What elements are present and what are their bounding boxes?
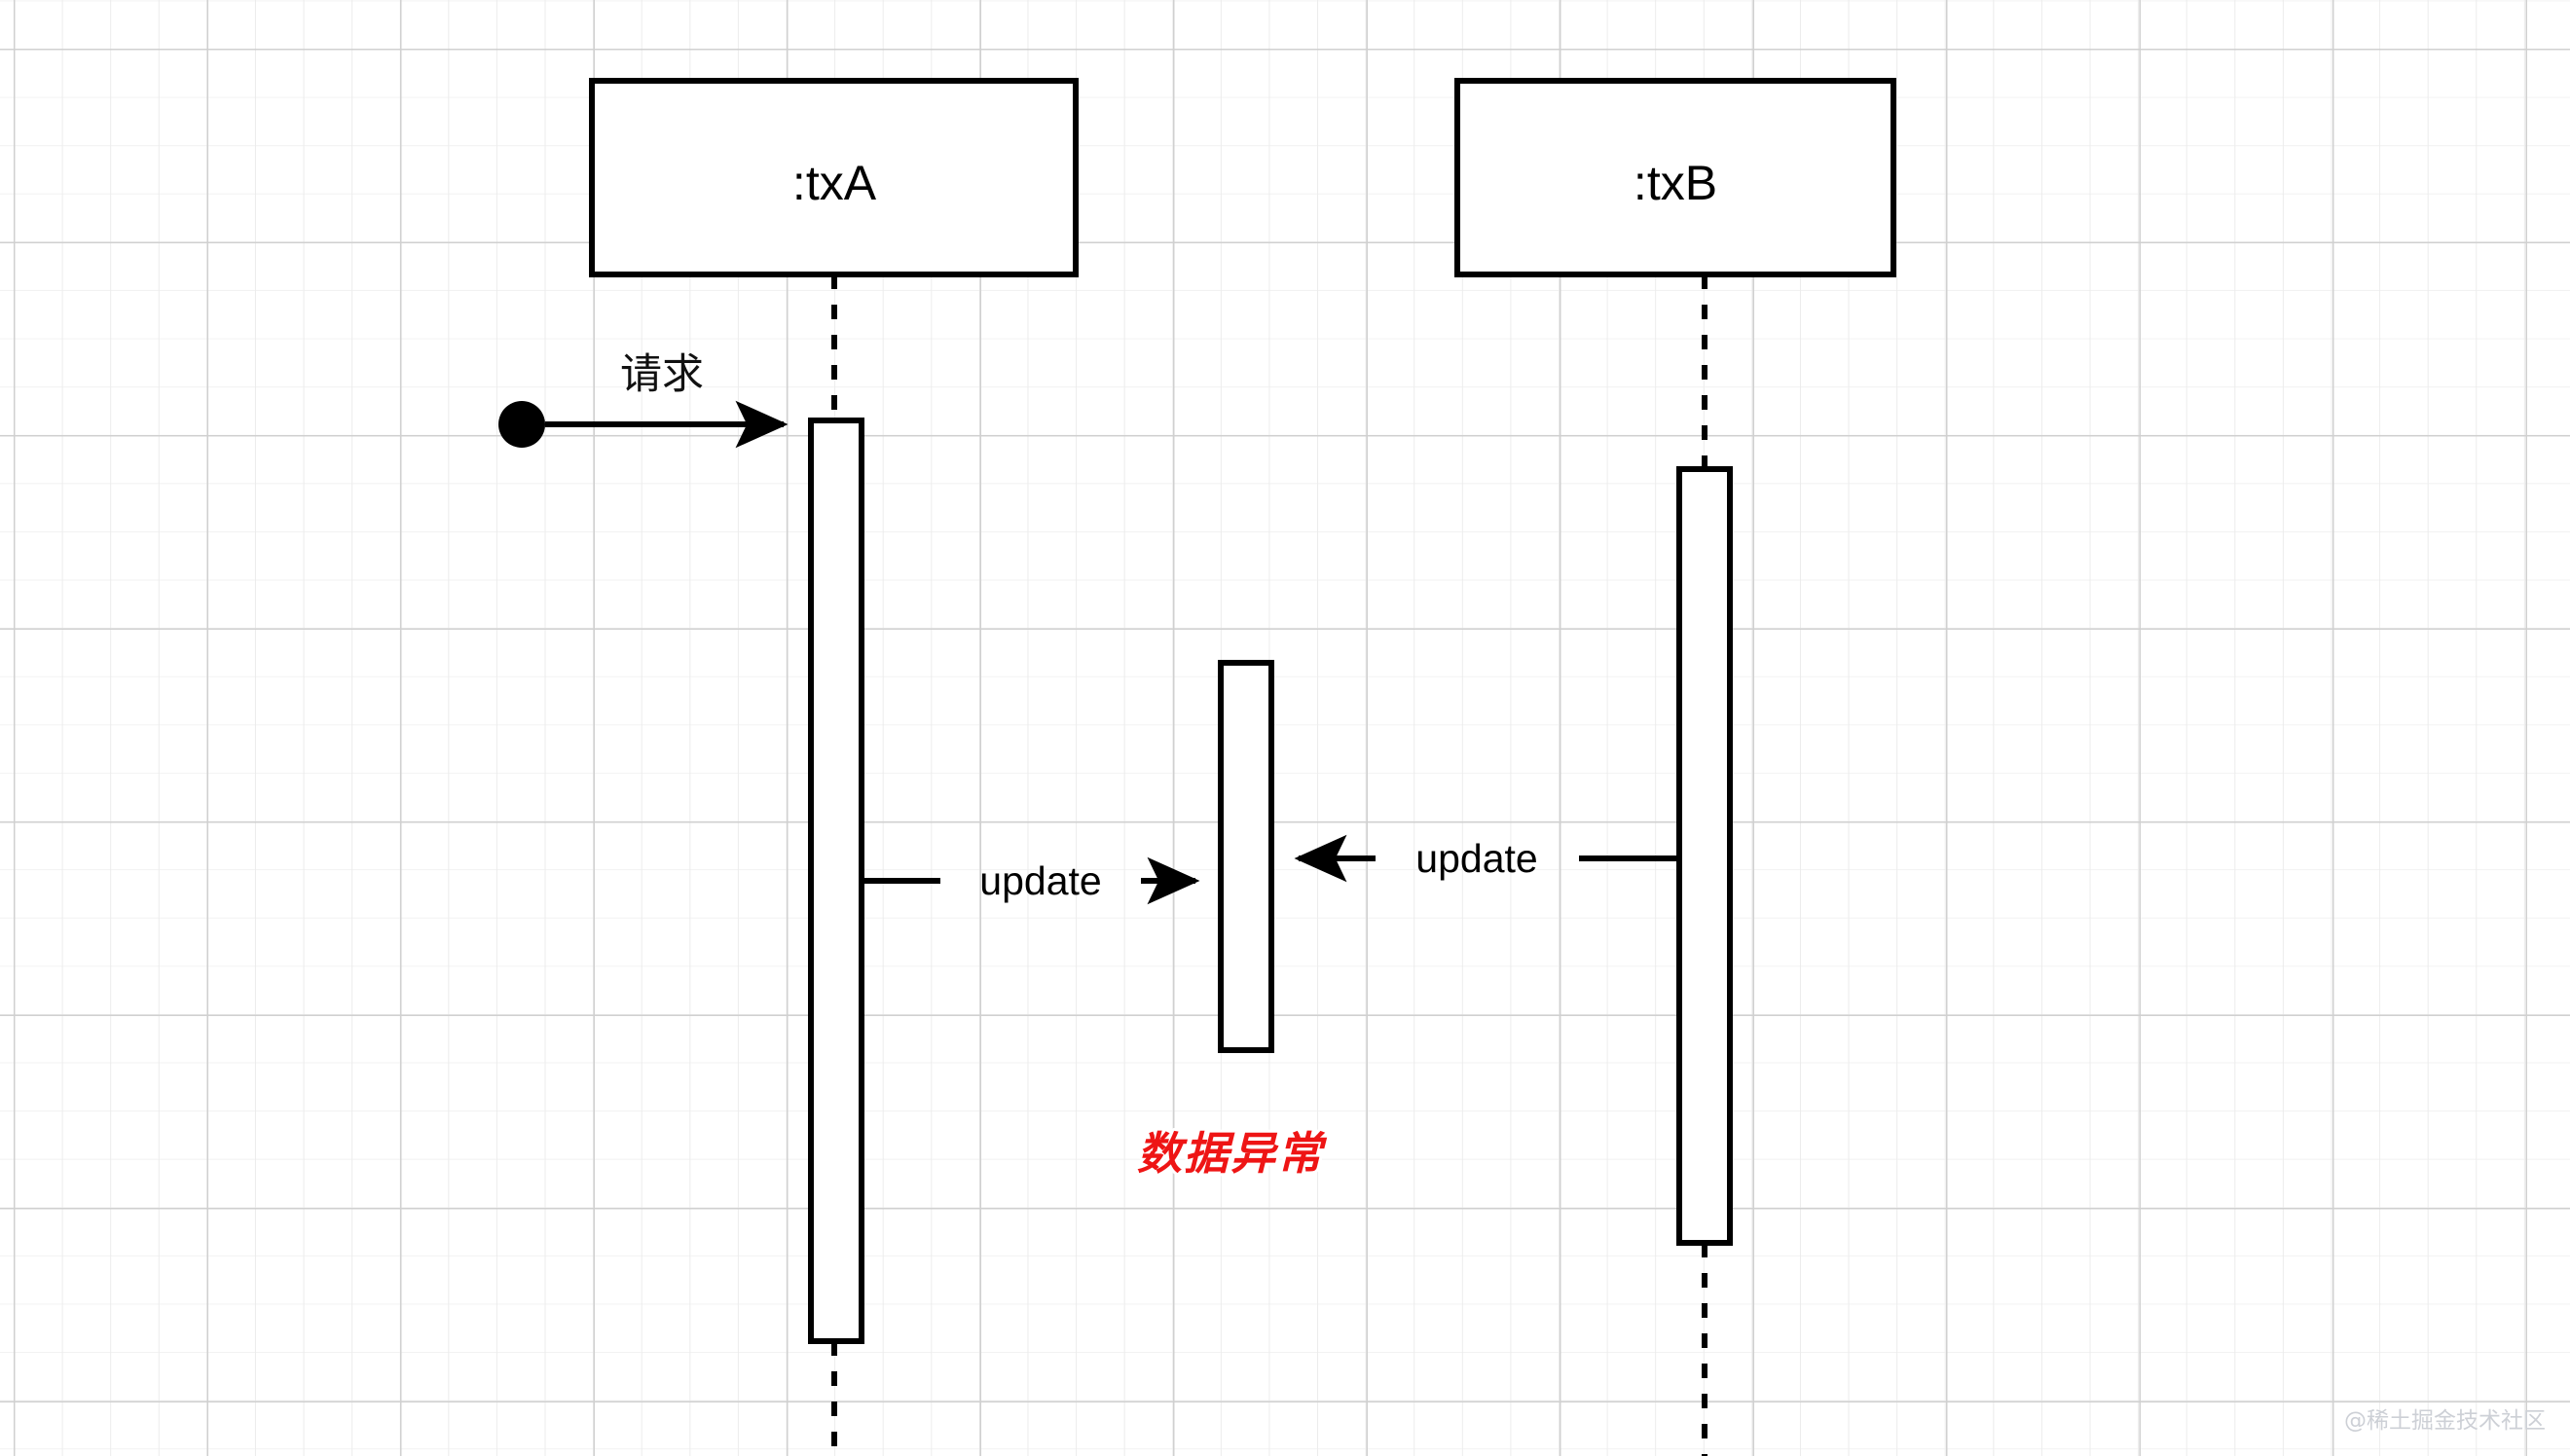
annotation-data-anomaly: 数据异常 [1137,1127,1328,1180]
activation-bar-txB[interactable] [1676,466,1733,1246]
message-request[interactable]: 请求 [545,350,789,449]
message-label-update-from-txa: update [979,858,1101,903]
lifeline-label-txB: :txB [1634,156,1717,210]
message-label-update-from-txb: update [1415,836,1537,881]
lifeline-label-txA: :txA [792,156,877,210]
watermark-label: @稀土掘金技术社区 [2344,1408,2546,1434]
lifeline-box-txA[interactable] [589,78,1079,277]
lifeline-txA[interactable]: :txA [589,78,1079,1456]
start-node-dot [498,401,545,448]
lifeline-box-txB[interactable] [1454,78,1896,277]
message-update-from-txb[interactable]: update [1294,834,1681,883]
message-label-request: 请求 [620,350,704,399]
activation-bar-shared-record[interactable] [1218,660,1274,1053]
lifeline-txB[interactable]: :txB [1454,78,1896,1456]
message-update-from-txa[interactable]: update [862,856,1200,905]
activation-bar-txA[interactable] [808,418,864,1344]
